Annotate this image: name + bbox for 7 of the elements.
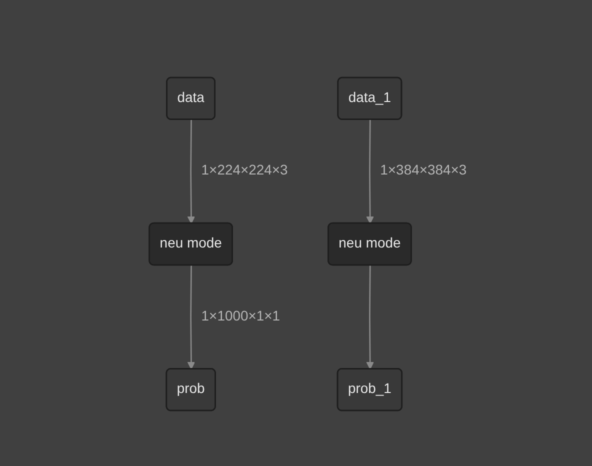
arrow [187, 120, 196, 224]
edge-label: 1×224×224×3 [201, 163, 288, 178]
arrow [366, 120, 374, 224]
edge-label: 1×1000×1×1 [201, 308, 280, 324]
arrow [187, 265, 196, 370]
edge-label: 1×384×384×3 [380, 163, 467, 178]
arrow [366, 265, 374, 370]
